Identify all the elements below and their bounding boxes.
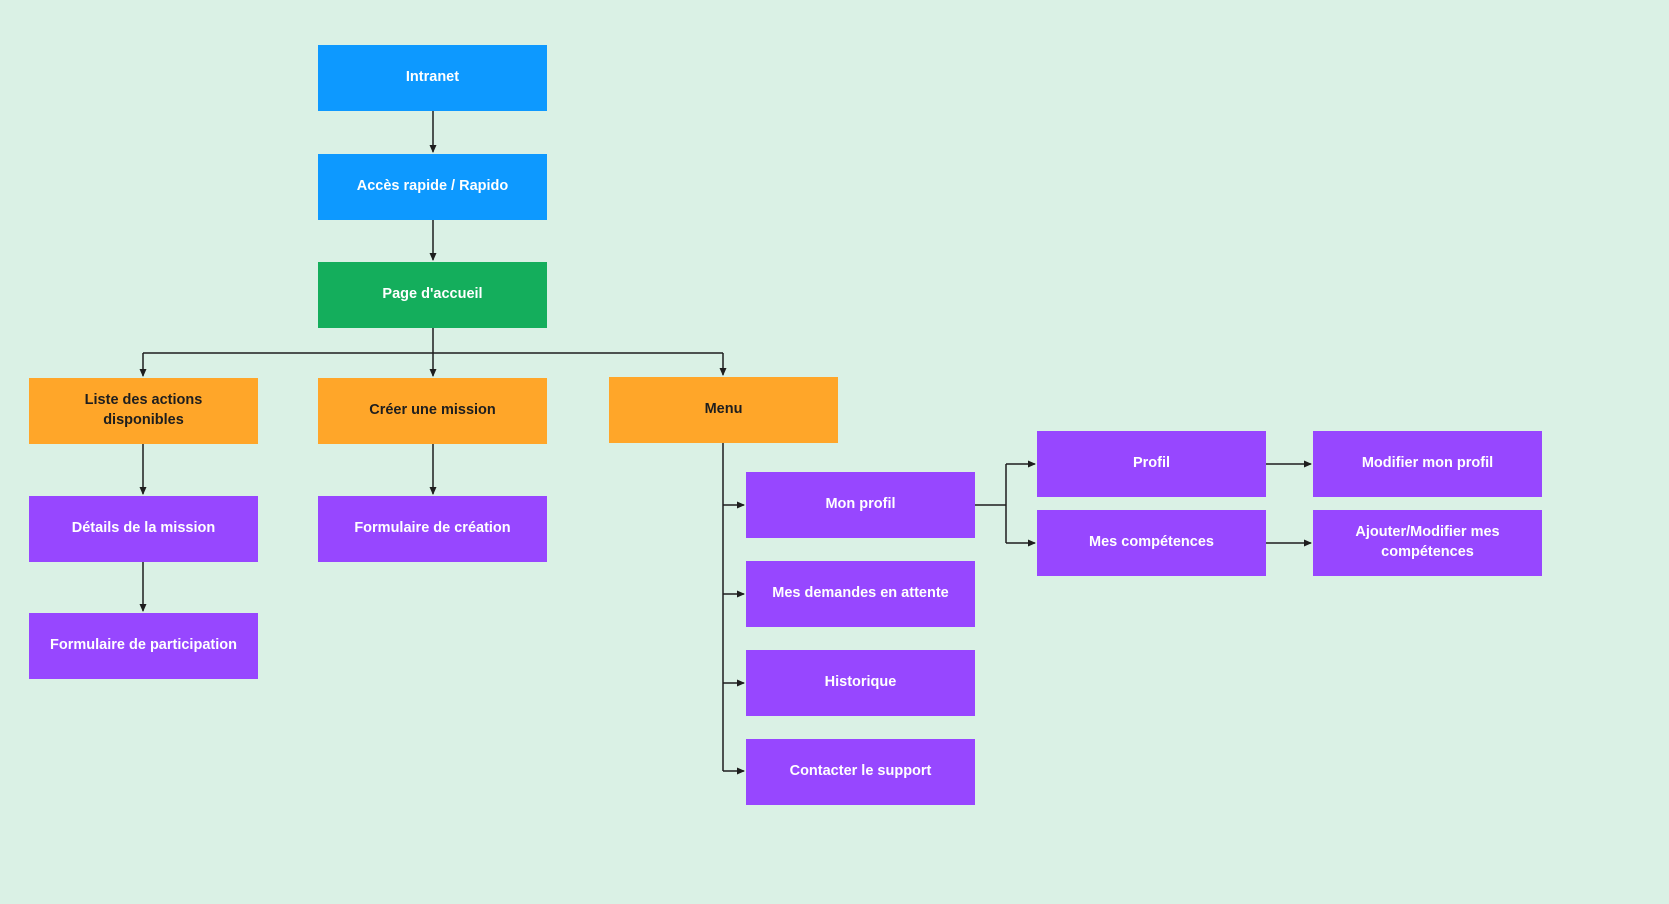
node-label: Ajouter/Modifier mes compétences <box>1355 524 1500 560</box>
edge-page-accueil-trunk <box>143 327 723 354</box>
node-label: Liste des actions disponibles <box>84 392 203 428</box>
node-label: Créer une mission <box>369 402 496 419</box>
node-label: Formulaire de création <box>354 520 511 537</box>
node-label: Mon profil <box>825 496 896 513</box>
node-acces-rapide[interactable]: Accès rapide / Rapido <box>318 154 547 220</box>
node-ajouter-competences[interactable]: Ajouter/Modifier mes compétences <box>1313 510 1542 576</box>
node-label: Intranet <box>405 69 460 86</box>
node-formulaire-participation[interactable]: Formulaire de participation <box>29 613 258 679</box>
node-menu[interactable]: Menu <box>609 377 838 443</box>
node-profil[interactable]: Profil <box>1037 431 1266 497</box>
node-label: Formulaire de participation <box>50 637 237 654</box>
node-label: Historique <box>824 674 897 691</box>
node-mes-demandes[interactable]: Mes demandes en attente <box>746 561 975 627</box>
node-page-accueil[interactable]: Page d'accueil <box>318 262 547 328</box>
node-label: Page d'accueil <box>382 286 483 303</box>
node-liste-actions[interactable]: Liste des actions disponibles <box>29 378 258 444</box>
node-label: Mes demandes en attente <box>772 585 949 602</box>
node-label: Détails de la mission <box>71 520 216 537</box>
node-intranet[interactable]: Intranet <box>318 45 547 111</box>
node-historique[interactable]: Historique <box>746 650 975 716</box>
node-label: Modifier mon profil <box>1361 455 1494 472</box>
edge-mon-profil-trunk <box>975 464 1007 543</box>
node-details-mission[interactable]: Détails de la mission <box>29 496 258 562</box>
node-contacter-support[interactable]: Contacter le support <box>746 739 975 805</box>
node-label: Contacter le support <box>789 763 932 780</box>
node-mes-competences[interactable]: Mes compétences <box>1037 510 1266 576</box>
node-mon-profil[interactable]: Mon profil <box>746 472 975 538</box>
node-label: Profil <box>1132 455 1171 472</box>
node-label: Mes compétences <box>1089 534 1214 551</box>
node-formulaire-creation[interactable]: Formulaire de création <box>318 496 547 562</box>
node-label: Accès rapide / Rapido <box>356 178 509 195</box>
node-modifier-profil[interactable]: Modifier mon profil <box>1313 431 1542 497</box>
node-creer-mission[interactable]: Créer une mission <box>318 378 547 444</box>
node-label: Menu <box>704 401 743 418</box>
